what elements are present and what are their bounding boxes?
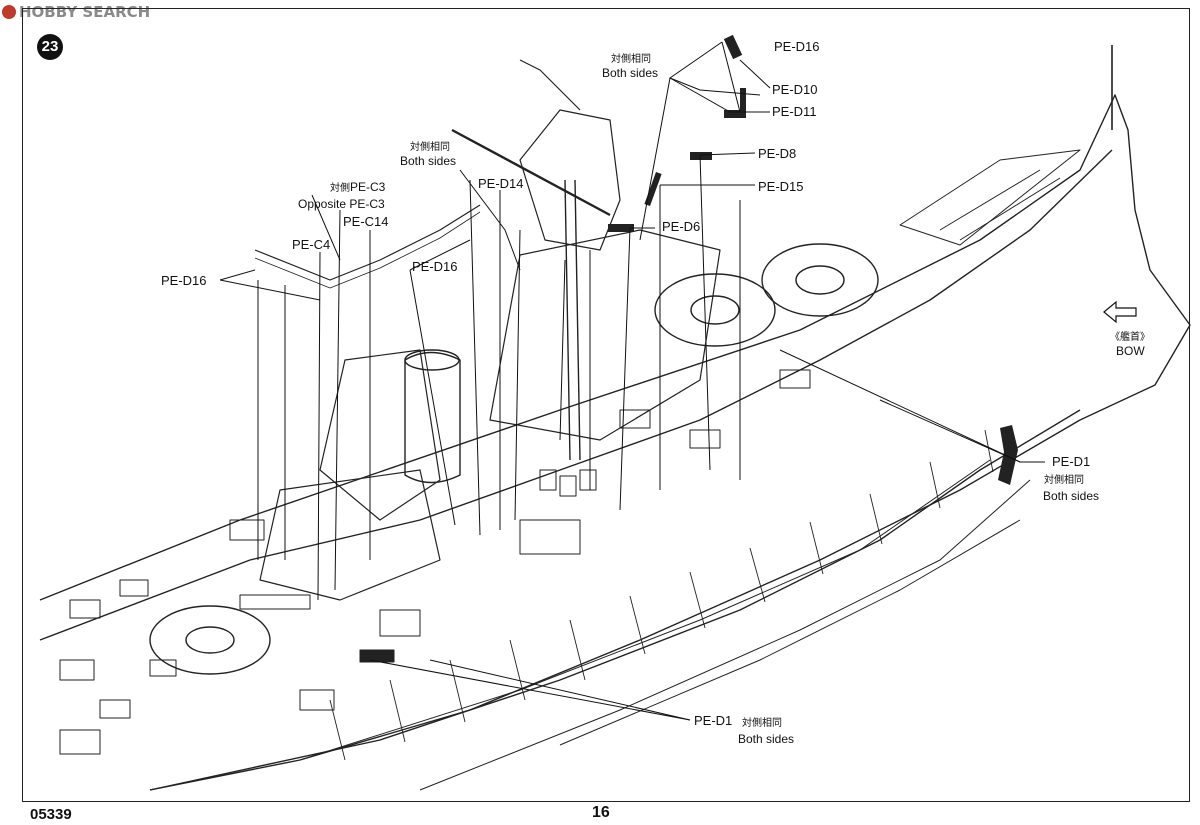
callout-pe-d16-top: PE-D16 [774, 39, 820, 54]
step-number-badge: 23 [37, 34, 63, 60]
superstructure-main [489, 229, 721, 441]
callout-pe-d15: PE-D15 [758, 179, 804, 194]
callout-both-sides-right-en: Both sides [1043, 489, 1100, 503]
callout-both-sides-bottom-cn: 対側相同 [742, 718, 782, 729]
callout-pe-d16-mid: PE-D16 [412, 259, 458, 274]
callout-pe-d1-right: PE-D1 [1052, 454, 1091, 469]
watermark-text: HOBBY SEARCH [19, 3, 151, 21]
callout-both-sides-bottom-en: Both sides [738, 732, 795, 746]
funnel [404, 351, 461, 484]
product-code: 05339 [30, 806, 72, 823]
page-frame [22, 8, 1190, 802]
turret-ring-aft [149, 605, 271, 675]
callout-both-sides-top-cn: 対側相同 [611, 54, 651, 65]
callout-both-sides-mid-en: Both sides [399, 154, 457, 168]
callout-pe-d11: PE-D11 [772, 104, 817, 119]
bow-label-cn: 《艦首》 [1110, 332, 1150, 343]
callout-pe-d14: PE-D14 [478, 176, 524, 191]
hull-outline [39, 94, 1191, 791]
railing [254, 204, 481, 281]
bow-label-en: BOW [1116, 344, 1145, 358]
callout-pe-c3-a: PE-C3 [350, 180, 386, 194]
callout-both-sides-mid-cn: 対側相同 [410, 142, 450, 153]
callout-pe-d10: PE-D10 [772, 82, 818, 97]
callout-pe-d6: PE-D6 [662, 219, 701, 234]
callout-opposite-cn: 対側 [330, 183, 350, 194]
callout-pe-c3-b: PE-C3 [349, 197, 385, 211]
fore-tower [519, 109, 621, 251]
pe-part-d1-right [998, 425, 1018, 485]
callout-both-sides-right-cn: 対側相同 [1044, 475, 1084, 486]
callout-pe-c14: PE-C14 [343, 214, 389, 229]
turret-ring-mid [654, 273, 776, 347]
callout-pc3-b-group: Opposite PE-C3 [298, 197, 385, 212]
callout-pe-d8: PE-D8 [758, 146, 797, 161]
callout-pe-d16-left: PE-D16 [161, 273, 207, 288]
yardarm [451, 128, 611, 217]
bow-indicator: 《艦首》 BOW [1098, 300, 1158, 362]
bow-arrow-icon [1103, 300, 1137, 324]
hull-side [149, 409, 1081, 791]
callout-pe-d1-bottom: PE-D1 [694, 713, 733, 728]
watermark-logo-icon [2, 5, 16, 19]
callout-opposite-en: Opposite [298, 197, 347, 211]
page-number: 16 [592, 804, 610, 821]
callout-both-sides-top-en: Both sides [601, 66, 659, 80]
turret-ring-fore [761, 243, 879, 317]
callout-pe-c4: PE-C4 [292, 237, 331, 252]
callout-pc3-a-group: 対側PE-C3 [330, 180, 385, 196]
watermark: HOBBY SEARCH [2, 2, 150, 22]
hull-deck-edge [39, 149, 1113, 641]
